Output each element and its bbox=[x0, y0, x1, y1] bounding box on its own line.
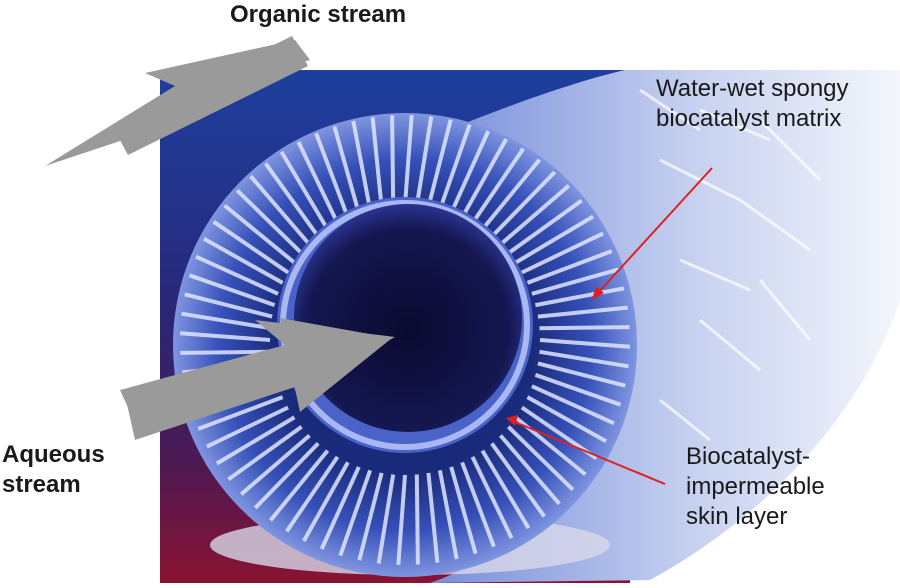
matrix-spoke bbox=[239, 433, 311, 496]
aqueous-stream-arrow-head bbox=[280, 318, 392, 412]
matrix-spoke bbox=[449, 130, 491, 214]
matrix-spoke bbox=[215, 415, 296, 466]
matrix-spoke bbox=[526, 395, 607, 443]
water-wet-matrix-label: Water-wet spongy biocatalyst matrix bbox=[656, 74, 849, 134]
matrix-spoke bbox=[338, 469, 372, 557]
matrix-spoke bbox=[223, 203, 296, 265]
matrix-spoke bbox=[414, 474, 420, 565]
organic-stream-label: Organic stream bbox=[230, 0, 406, 30]
matrix-spoke bbox=[539, 338, 631, 349]
matrix-spoke bbox=[480, 449, 531, 530]
matrix-spoke bbox=[426, 472, 440, 563]
aqueous-stream-arrow-body bbox=[125, 348, 310, 440]
matrix-spokes bbox=[179, 114, 631, 566]
matrix-spoke bbox=[227, 425, 303, 482]
matrix-spoke bbox=[195, 254, 279, 296]
water-wet-pointer-line bbox=[595, 167, 713, 296]
skin-pointer-head bbox=[506, 415, 518, 426]
fiber-sleeve bbox=[400, 70, 900, 583]
matrix-spoke bbox=[296, 141, 340, 224]
matrix-spoke bbox=[498, 434, 561, 506]
matrix-spoke bbox=[539, 325, 630, 331]
matrix-spoke bbox=[414, 116, 434, 206]
matrix-spoke bbox=[179, 331, 271, 342]
matrix-spoke bbox=[490, 170, 557, 238]
skin-layer-label: Biocatalyst- impermeable skin layer bbox=[686, 442, 825, 532]
matrix-spoke bbox=[268, 449, 330, 522]
matrix-spoke bbox=[357, 472, 384, 561]
matrix-spoke bbox=[460, 138, 508, 219]
matrix-spoke bbox=[351, 120, 373, 210]
matrix-spoke bbox=[437, 470, 459, 560]
matrix-spoke bbox=[535, 286, 625, 308]
matrix-spoke bbox=[332, 125, 361, 214]
matrix-spoke bbox=[197, 395, 284, 431]
matrix-spoke bbox=[302, 461, 350, 542]
skin-layer-line-2: impermeable bbox=[686, 473, 825, 500]
matrix-spoke bbox=[396, 474, 407, 566]
matrix-spoke bbox=[531, 267, 620, 296]
matrix-spoke bbox=[499, 184, 571, 247]
matrix-spoke bbox=[470, 456, 514, 539]
matrix-spoke bbox=[249, 174, 312, 246]
matrix-spoke bbox=[470, 147, 525, 225]
matrix-spoke bbox=[490, 442, 547, 518]
matrix-spoke bbox=[253, 442, 320, 510]
matrix-spoke bbox=[537, 361, 626, 388]
matrix-spoke bbox=[514, 214, 595, 265]
matrix-spoke bbox=[235, 188, 303, 255]
matrix-spoke bbox=[285, 455, 340, 533]
matrix-spoke bbox=[263, 162, 320, 238]
water-wet-line-1: Water-wet spongy bbox=[656, 75, 849, 102]
matrix-spoke bbox=[188, 273, 276, 307]
fiber-lumen bbox=[294, 204, 522, 432]
matrix-spoke bbox=[314, 132, 350, 219]
matrix-spoke bbox=[206, 405, 289, 449]
matrix-spoke bbox=[184, 292, 273, 319]
matrix-spoke bbox=[370, 117, 384, 208]
matrix-spoke bbox=[212, 220, 290, 275]
matrix-spoke bbox=[539, 349, 629, 369]
matrix-spoke bbox=[534, 373, 622, 407]
matrix-spoke bbox=[507, 198, 583, 255]
aqueous-stream-line-2: stream bbox=[2, 471, 81, 498]
matrix-spoke bbox=[180, 349, 271, 355]
matrix-spoke bbox=[203, 237, 284, 285]
organic-stream-arrow-body bbox=[112, 36, 308, 155]
skin-layer-line-1: Biocatalyst- bbox=[686, 443, 811, 470]
matrix-spoke bbox=[480, 158, 542, 231]
matrix-spoke bbox=[526, 249, 613, 285]
aqueous-stream-label: Aqueous stream bbox=[2, 440, 105, 500]
matrix-spoke bbox=[531, 384, 615, 426]
matrix-spoke bbox=[507, 425, 575, 492]
matrix-spoke bbox=[426, 119, 453, 208]
matrix-spoke bbox=[390, 115, 396, 206]
matrix-spoke bbox=[403, 114, 414, 206]
water-wet-line-2: biocatalyst matrix bbox=[656, 105, 842, 132]
matrix-spoke bbox=[537, 305, 628, 319]
matrix-spoke bbox=[521, 231, 604, 275]
matrix-spoke bbox=[376, 474, 396, 564]
organic-stream-text: Organic stream bbox=[230, 1, 407, 28]
matrix-spoke bbox=[449, 466, 478, 555]
skin-layer-line-3: skin layer bbox=[686, 503, 788, 530]
water-wet-pointer-head bbox=[592, 286, 604, 300]
matrix-spoke bbox=[460, 461, 496, 548]
matrix-spoke bbox=[319, 466, 361, 550]
aqueous-stream-line-1: Aqueous bbox=[2, 441, 105, 468]
matrix-spoke bbox=[181, 311, 271, 331]
matrix-spoke bbox=[279, 150, 330, 231]
matrix-spoke bbox=[438, 123, 472, 211]
skin-pointer-line bbox=[509, 419, 666, 485]
